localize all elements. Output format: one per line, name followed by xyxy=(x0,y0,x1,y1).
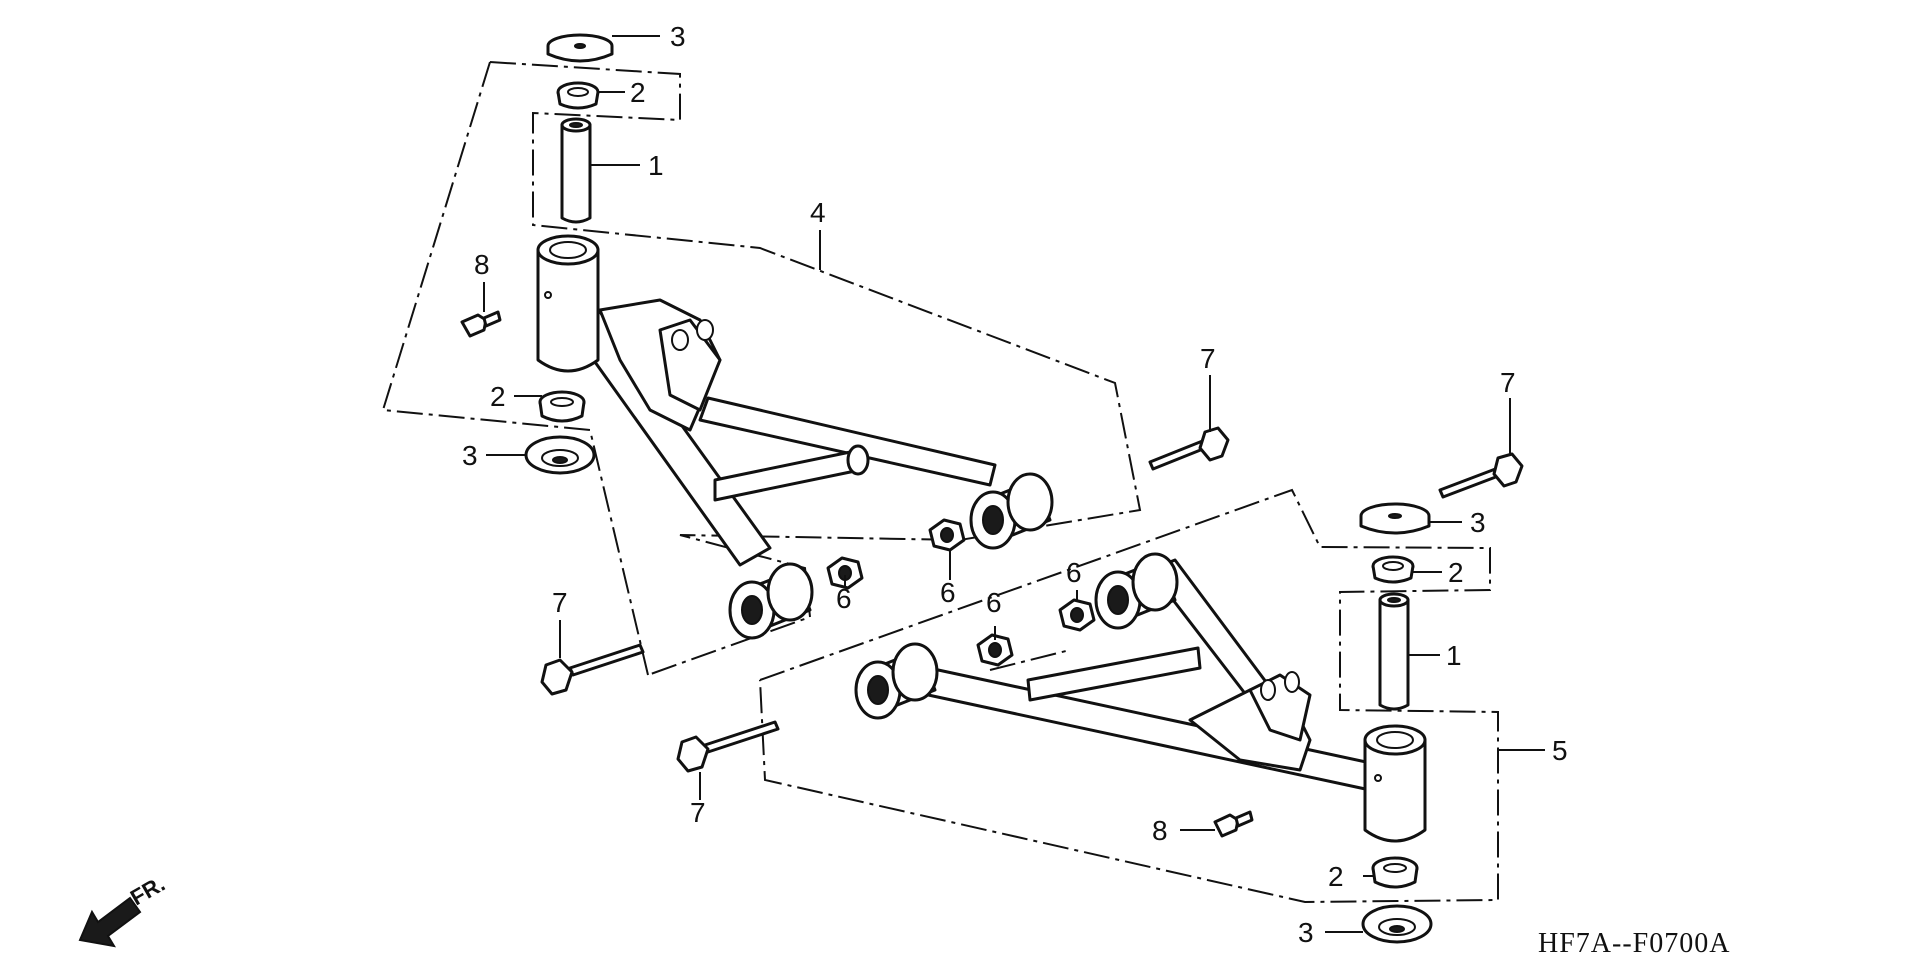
callout-5: 5 xyxy=(1552,735,1568,766)
callout-2-right: 2 xyxy=(1448,557,1464,588)
front-direction-arrow: FR. xyxy=(78,871,169,948)
callout-2-left: 2 xyxy=(490,381,506,412)
washer-top xyxy=(546,33,614,63)
bolt-left xyxy=(540,643,645,696)
grease-fitting-left xyxy=(460,310,502,338)
washer-right xyxy=(1359,502,1431,535)
callout-1-top: 1 xyxy=(648,150,664,181)
bushing-left xyxy=(538,390,586,423)
collar-right xyxy=(1378,592,1410,711)
bushing-right xyxy=(1371,555,1415,584)
callout-7-left: 7 xyxy=(552,587,568,618)
arrow-left-down-icon xyxy=(78,896,142,948)
nut-c xyxy=(976,633,1014,667)
upper-arm xyxy=(536,234,1054,640)
callout-2-bottom: 2 xyxy=(1328,861,1344,892)
bolt-upper-right xyxy=(1438,452,1524,499)
bolt-bottom xyxy=(676,720,780,773)
leader-lines xyxy=(483,35,1545,933)
callout-7-upper-mid: 7 xyxy=(1200,343,1216,374)
grease-fitting-bottom xyxy=(1213,810,1254,838)
diagram-code: HF7A--F0700A xyxy=(1538,928,1730,959)
callout-4: 4 xyxy=(810,197,826,228)
callout-6-a: 6 xyxy=(836,583,852,614)
upper-arm-assembly-boundary xyxy=(381,61,1142,676)
callout-8-bottom: 8 xyxy=(1152,815,1168,846)
callout-6-c: 6 xyxy=(986,587,1002,618)
lower-arm-assembly-boundary xyxy=(759,488,1499,904)
callout-3-top: 3 xyxy=(670,21,686,52)
callout-3-right: 3 xyxy=(1470,507,1486,538)
lower-arm xyxy=(854,552,1427,843)
callout-7-upper-right: 7 xyxy=(1500,367,1516,398)
washer-left xyxy=(524,435,596,475)
callout-8-left: 8 xyxy=(474,249,490,280)
nut-d xyxy=(1058,598,1096,632)
washer-bottom xyxy=(1361,904,1433,944)
callout-3-left: 3 xyxy=(462,440,478,471)
bushing-top xyxy=(556,81,600,110)
callout-2-top: 2 xyxy=(630,77,646,108)
callout-3-bottom: 3 xyxy=(1298,917,1314,948)
callout-1-right: 1 xyxy=(1446,640,1462,671)
callout-7-bottom: 7 xyxy=(690,797,706,828)
bolt-upper-mid xyxy=(1148,426,1230,471)
nut-b xyxy=(928,518,966,552)
callouts: 3 2 1 4 8 2 3 7 7 3 2 1 6 6 6 6 7 5 7 8 … xyxy=(462,21,1568,948)
bushing-bottom xyxy=(1371,856,1419,889)
callout-6-b: 6 xyxy=(940,577,956,608)
callout-6-d: 6 xyxy=(1066,557,1082,588)
collar-top xyxy=(560,117,592,224)
